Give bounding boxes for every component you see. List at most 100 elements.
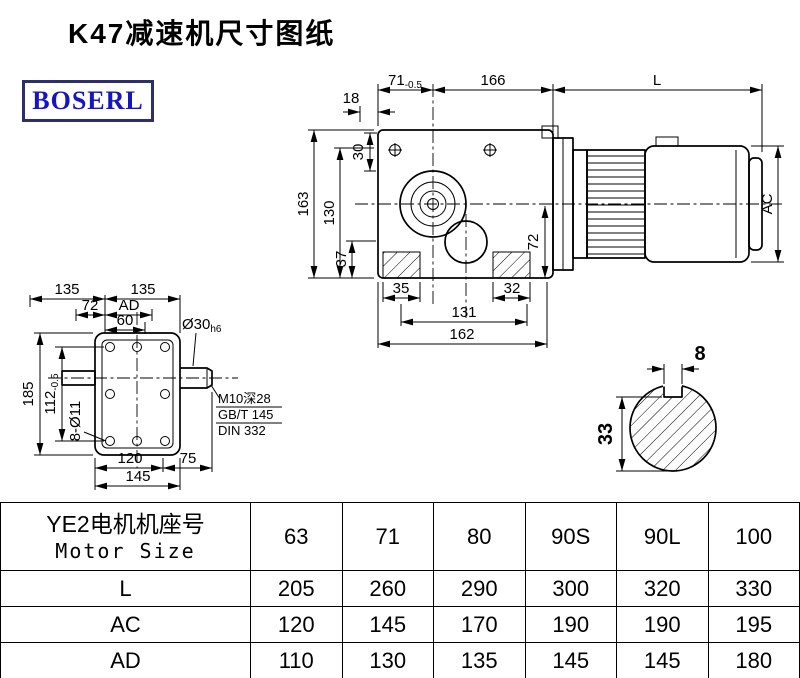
flange-inner xyxy=(101,339,174,449)
dim-60: 60 xyxy=(105,312,146,334)
side-view-dimensions: 71-0.5 166 L 18 30 xyxy=(295,72,784,348)
dim-162-label: 162 xyxy=(449,326,474,343)
table-cell: 205 xyxy=(250,570,343,607)
dim-120-label: 120 xyxy=(117,450,142,467)
mounting-foot-left xyxy=(382,251,421,279)
motor-size-col: 80 xyxy=(433,502,526,571)
table-cell: 190 xyxy=(524,606,617,643)
dim-162: 162 xyxy=(377,282,548,348)
bolt-hole-crosses xyxy=(388,143,497,157)
dim-8-label: 8 xyxy=(694,343,705,365)
table-cell: 130 xyxy=(341,642,434,678)
shaft-section: 8 33 xyxy=(595,343,717,472)
table-cell: 195 xyxy=(707,606,800,643)
table-cell: 290 xyxy=(433,570,526,607)
table-header-en: Motor Size xyxy=(55,539,196,564)
flange-bolt-holes xyxy=(105,342,170,446)
shaft-diameter-label: Ø30h6 xyxy=(182,316,222,335)
dim-112-label: 112-0.5 xyxy=(42,373,61,415)
table-cell: 330 xyxy=(707,570,800,607)
dim-L-label: L xyxy=(653,72,661,89)
dim-32: 32 xyxy=(492,280,531,302)
motor-size-col: 71 xyxy=(341,502,434,571)
dim-71: 71-0.5 xyxy=(377,72,433,126)
motor-size-col: 63 xyxy=(250,502,343,571)
dim-145: 145 xyxy=(94,458,181,490)
dim-75: 75 xyxy=(163,392,213,472)
dim-163-label: 163 xyxy=(295,191,312,216)
dim-AC: AC xyxy=(751,145,784,263)
dim-135-pair: 135 135 xyxy=(29,281,181,333)
bolt-holes-callout: 8-Ø11 xyxy=(67,401,107,442)
dim-AC-label: AC xyxy=(759,193,776,214)
dim-72-side: 72 xyxy=(525,206,549,278)
dim-AD-label: AD xyxy=(119,297,140,314)
dim-72-front: 72 xyxy=(75,297,105,321)
side-view xyxy=(355,84,783,318)
table-cell: 145 xyxy=(616,642,709,678)
dim-75-label: 75 xyxy=(180,450,197,467)
table-header-motor-size: YE2电机机座号 Motor Size xyxy=(0,502,251,571)
note-din332: DIN 332 xyxy=(218,423,266,438)
brand-logo: BOSERL xyxy=(22,80,154,122)
dim-18-label: 18 xyxy=(343,90,360,107)
table-cell: 135 xyxy=(433,642,526,678)
dim-72-front-label: 72 xyxy=(82,297,99,314)
dim-185: 185 xyxy=(20,332,93,456)
dim-AD: AD xyxy=(105,297,153,321)
dim-135-left-label: 135 xyxy=(54,281,79,298)
keyway-slot xyxy=(663,386,683,398)
table-cell: 110 xyxy=(250,642,343,678)
table-cell: 300 xyxy=(524,570,617,607)
motor-size-col: 100 xyxy=(707,502,800,571)
dim-18: 18 xyxy=(343,90,395,122)
table-row-AC: AC 120 145 170 190 190 195 xyxy=(0,606,800,643)
dim-131: 131 xyxy=(400,304,528,326)
dim-71-label: 71-0.5 xyxy=(388,72,422,91)
table-header-cn: YE2电机机座号 xyxy=(46,510,205,537)
table-cell: 145 xyxy=(341,606,434,643)
table-cell: 320 xyxy=(616,570,709,607)
front-view xyxy=(48,312,238,468)
dim-131-label: 131 xyxy=(451,304,476,321)
dim-185-label: 185 xyxy=(20,381,37,406)
mounting-foot-right xyxy=(492,251,531,279)
dim-key-width-8: 8 xyxy=(647,343,706,384)
dim-72-side-label: 72 xyxy=(525,234,542,251)
dim-30-label: 30 xyxy=(350,144,367,161)
dim-33: 33 xyxy=(595,396,671,472)
table-cell: 145 xyxy=(524,642,617,678)
table-row-AD: AD 110 130 135 145 145 180 xyxy=(0,642,800,678)
table-cell: 170 xyxy=(433,606,526,643)
dim-35-label: 35 xyxy=(393,280,410,297)
dim-130: 130 xyxy=(321,147,374,278)
shaft-circle xyxy=(629,384,717,472)
technical-drawing: 71-0.5 166 L 18 30 xyxy=(20,72,784,490)
motor-size-table: YE2电机机座号 Motor Size 63 71 80 90S 90L 100… xyxy=(0,502,800,678)
table-cell: 120 xyxy=(250,606,343,643)
dim-130-label: 130 xyxy=(321,200,338,225)
dim-37-label: 37 xyxy=(333,251,350,268)
motor-terminal-box xyxy=(655,136,679,147)
note-m10: M10深28 xyxy=(218,391,271,406)
dim-145-label: 145 xyxy=(125,468,150,485)
page-title: K47减速机尺寸图纸 xyxy=(68,18,336,49)
dim-60-label: 60 xyxy=(117,312,134,329)
dim-166-label: 166 xyxy=(480,72,505,89)
row-label-AD: AD xyxy=(0,642,251,678)
dim-30: 30 xyxy=(350,132,377,172)
dim-166: 166 xyxy=(433,72,554,134)
note-gbt145: GB/T 145 xyxy=(218,407,273,422)
table-cell: 190 xyxy=(616,606,709,643)
motor-size-col: 90S xyxy=(524,502,617,571)
table-header-row: YE2电机机座号 Motor Size 63 71 80 90S 90L 100 xyxy=(0,502,800,571)
dim-37: 37 xyxy=(333,240,376,278)
row-label-AC: AC xyxy=(0,606,251,643)
dim-35: 35 xyxy=(382,280,421,302)
shaft-diameter-callout: Ø30h6 xyxy=(182,316,222,367)
dim-32-label: 32 xyxy=(504,280,521,297)
dim-120: 120 xyxy=(95,450,164,472)
motor-size-col: 90L xyxy=(616,502,709,571)
housing-lug xyxy=(541,125,559,139)
